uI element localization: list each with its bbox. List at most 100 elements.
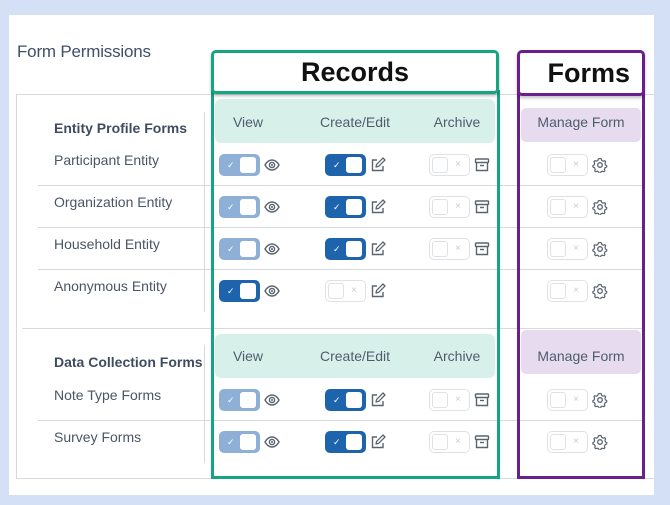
- toggle-knob: [550, 241, 566, 257]
- toggle-knob: [346, 199, 362, 215]
- column-header-create-edit: Create/Edit: [319, 348, 391, 364]
- x-mark-icon: ×: [573, 394, 579, 405]
- check-mark-icon: ✓: [333, 437, 341, 447]
- column-header-view: View: [232, 348, 264, 364]
- edit-icon: [370, 392, 386, 408]
- toggle-knob: [240, 199, 256, 215]
- row-divider: [38, 227, 643, 228]
- toggle-knob: [346, 392, 362, 408]
- toggle-knob: [240, 241, 256, 257]
- archive-toggle[interactable]: ×: [429, 389, 470, 411]
- toggle-knob: [432, 241, 448, 257]
- manage-form-toggle[interactable]: ×: [547, 196, 588, 218]
- eye-icon: [264, 241, 280, 257]
- edit-icon: [370, 434, 386, 450]
- check-mark-icon: ✓: [227, 244, 235, 254]
- toggle-knob: [432, 434, 448, 450]
- archive-icon: [474, 241, 490, 257]
- x-mark-icon: ×: [455, 159, 461, 170]
- view-toggle: ✓: [219, 389, 260, 411]
- records-header-row: [215, 99, 495, 143]
- records-annotation-label: Records: [211, 50, 499, 94]
- edit-icon: [370, 241, 386, 257]
- column-header-manage-form: Manage Form: [537, 114, 625, 130]
- forms-highlight-box: [517, 90, 645, 479]
- toggle-knob: [240, 157, 256, 173]
- create-edit-toggle[interactable]: ✓: [325, 389, 366, 411]
- toggle-knob: [346, 241, 362, 257]
- view-toggle: ✓: [219, 431, 260, 453]
- toggle-knob: [550, 199, 566, 215]
- check-mark-icon: ✓: [333, 160, 341, 170]
- manage-form-toggle[interactable]: ×: [547, 238, 588, 260]
- toggle-knob: [346, 434, 362, 450]
- row-label-organization-entity: Organization Entity: [54, 194, 173, 210]
- archive-toggle[interactable]: ×: [429, 431, 470, 453]
- toggle-knob: [550, 283, 566, 299]
- create-edit-toggle[interactable]: ×: [325, 280, 366, 302]
- x-mark-icon: ×: [455, 201, 461, 212]
- eye-icon: [264, 434, 280, 450]
- column-divider: [204, 345, 205, 463]
- manage-form-toggle[interactable]: ×: [547, 154, 588, 176]
- manage-form-toggle[interactable]: ×: [547, 280, 588, 302]
- edit-icon: [370, 283, 386, 299]
- create-edit-toggle[interactable]: ✓: [325, 431, 366, 453]
- toggle-knob: [328, 283, 344, 299]
- row-label-participant-entity: Participant Entity: [54, 152, 160, 168]
- check-mark-icon: ✓: [333, 244, 341, 254]
- create-edit-toggle[interactable]: ✓: [325, 154, 366, 176]
- toggle-knob: [432, 199, 448, 215]
- forms-header-row: [521, 330, 641, 374]
- row-label-note-type-forms: Note Type Forms: [54, 387, 162, 403]
- create-edit-toggle[interactable]: ✓: [325, 196, 366, 218]
- row-label-anonymous-entity: Anonymous Entity: [54, 278, 167, 294]
- toggle-knob: [432, 157, 448, 173]
- toggle-knob: [550, 392, 566, 408]
- x-mark-icon: ×: [573, 201, 579, 212]
- archive-toggle[interactable]: ×: [429, 154, 470, 176]
- eye-icon: [264, 392, 280, 408]
- archive-icon: [474, 157, 490, 173]
- view-toggle: ✓: [219, 238, 260, 260]
- create-edit-toggle[interactable]: ✓: [325, 238, 366, 260]
- records-header-row: [215, 334, 495, 378]
- x-mark-icon: ×: [455, 436, 461, 447]
- x-mark-icon: ×: [455, 243, 461, 254]
- column-header-archive: Archive: [433, 348, 481, 364]
- manage-form-toggle[interactable]: ×: [547, 389, 588, 411]
- eye-icon: [264, 283, 280, 299]
- row-divider: [38, 185, 643, 186]
- view-toggle[interactable]: ✓: [219, 280, 260, 302]
- toggle-knob: [240, 392, 256, 408]
- forms-annotation-label: Forms: [517, 50, 645, 96]
- row-label-household-entity: Household Entity: [54, 236, 160, 252]
- x-mark-icon: ×: [455, 394, 461, 405]
- row-label-survey-forms: Survey Forms: [54, 429, 142, 445]
- page-title: Form Permissions: [17, 42, 151, 61]
- x-mark-icon: ×: [573, 159, 579, 170]
- x-mark-icon: ×: [573, 285, 579, 296]
- row-divider: [38, 420, 643, 421]
- archive-icon: [474, 434, 490, 450]
- manage-form-toggle[interactable]: ×: [547, 431, 588, 453]
- check-mark-icon: ✓: [227, 202, 235, 212]
- column-header-view: View: [232, 114, 264, 130]
- check-mark-icon: ✓: [333, 202, 341, 212]
- column-divider: [204, 112, 205, 312]
- eye-icon: [264, 199, 280, 215]
- check-mark-icon: ✓: [227, 437, 235, 447]
- toggle-knob: [346, 157, 362, 173]
- section-title-data-collection-forms: Data Collection Forms: [54, 354, 203, 370]
- archive-toggle[interactable]: ×: [429, 238, 470, 260]
- section-divider: [22, 328, 643, 329]
- archive-toggle[interactable]: ×: [429, 196, 470, 218]
- archive-icon: [474, 392, 490, 408]
- check-mark-icon: ✓: [227, 286, 235, 296]
- view-toggle: ✓: [219, 196, 260, 218]
- section-title-entity-profile-forms: Entity Profile Forms: [54, 120, 188, 136]
- eye-icon: [264, 157, 280, 173]
- toggle-knob: [550, 434, 566, 450]
- forms-header-row: [521, 108, 641, 142]
- check-mark-icon: ✓: [227, 160, 235, 170]
